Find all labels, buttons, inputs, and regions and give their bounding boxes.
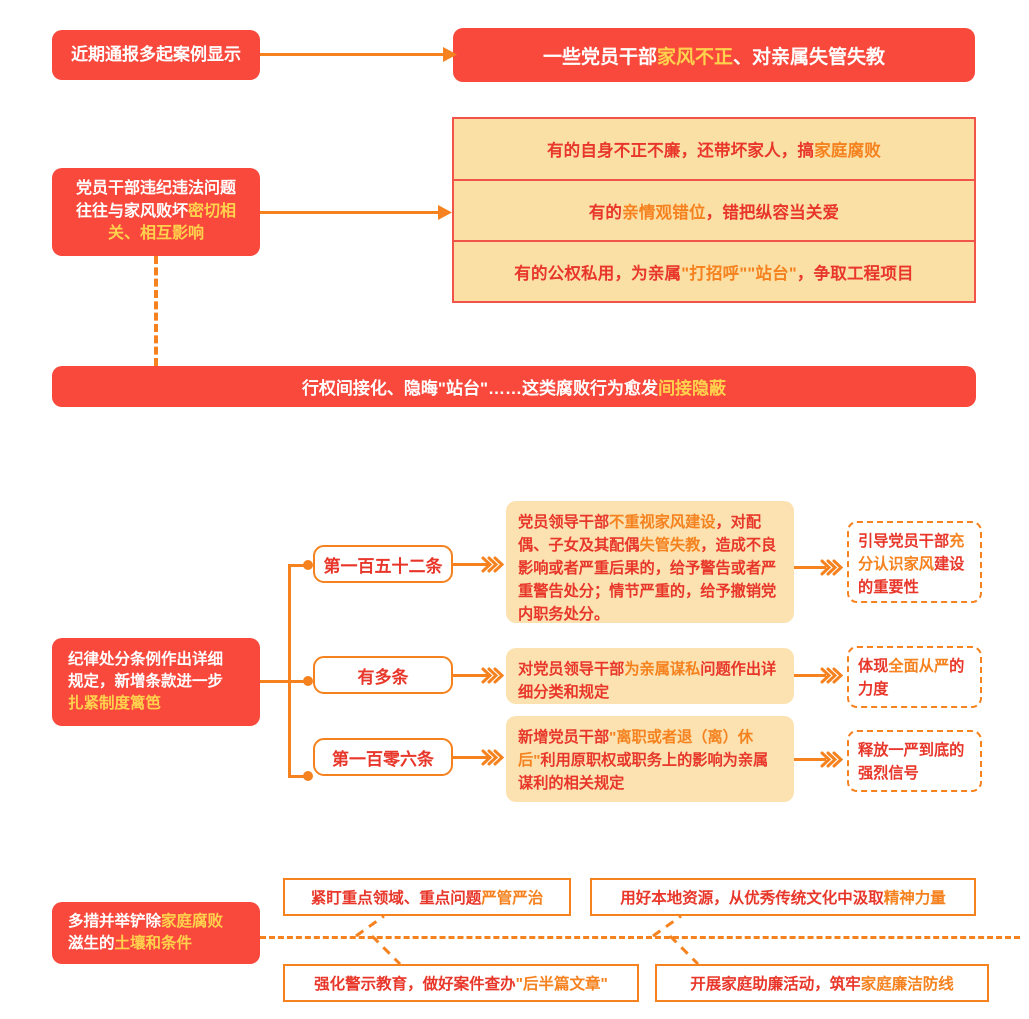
headline-highlight: 家风不正 [656, 46, 733, 68]
measure-hl: "后半篇文章" [515, 976, 608, 993]
article-content-2: 对党员领导干部为亲属谋私问题作出详细分类和规定 [506, 648, 794, 704]
connector-pill2-to-card [453, 674, 491, 677]
content-seg: 利用原职权或职务上的影响为亲属谋利的相关规定 [518, 752, 769, 793]
summary-hl: 间接隐蔽 [658, 379, 727, 398]
source-label-box: 近期通报多起案例显示 [52, 30, 260, 80]
row-pre: 有的公权私用，为亲属 [514, 264, 682, 283]
measure-box-3[interactable]: 强化警示教育，做好案件查办"后半篇文章" [283, 964, 639, 1002]
section3-left-box: 纪律处分条例作出详细 规定，新增条款进一步 扎紧制度篱笆 [52, 638, 260, 726]
article-pill-2-label: 有多条 [357, 667, 409, 687]
diagonal-connector [355, 914, 700, 966]
measure-pre: 紧盯重点领域、重点问题 [310, 890, 482, 907]
connector-left-to-table [260, 211, 448, 214]
connector-source-to-headline [260, 53, 453, 56]
branch-dot [303, 676, 313, 686]
content-seg-hl: 为亲属谋私 [624, 661, 701, 678]
article-content-1: 党员领导干部不重视家风建设，对配偶、子女及其配偶失管失教，造成不良影响或者严重后… [506, 501, 794, 623]
headline-post: 、对亲属失管失教 [733, 46, 886, 68]
row-hl: 亲情观错位 [622, 203, 706, 222]
content-seg: 党员领导干部 [518, 514, 610, 531]
outcome-card-3: 释放一严到底的强烈信号 [847, 730, 982, 792]
outcome-seg-hl: 全面从严 [888, 658, 950, 675]
table-row: 有的公权私用，为亲属"打招呼""站台"，争取工程项目 [454, 242, 974, 301]
branch-dot [303, 560, 313, 570]
branch-dot [303, 771, 313, 781]
behaviour-table: 有的自身不正不廉，还带坏家人，搞家庭腐败 有的亲情观错位，错把纵容当关爱 有的公… [452, 117, 976, 303]
measure-hl: 家庭廉洁防线 [860, 976, 954, 993]
outcome-seg-hl: 充分认识家风 [858, 533, 965, 573]
headline-pre: 一些党员干部 [542, 46, 657, 68]
section3-left-line3: 扎紧制度篱笆 [68, 695, 162, 712]
section2-left-line1: 党员干部违纪违法问题 [75, 179, 236, 197]
row-post: ，错把纵容当关爱 [705, 203, 840, 222]
measure-hl: 精神力量 [883, 890, 946, 907]
section2-left-line3: 关、相互影响 [107, 225, 204, 243]
connector-pill1-to-card [453, 563, 491, 566]
outcome-seg: 体现 [858, 658, 889, 675]
content-seg: ，对配偶、子女及其配偶 [518, 514, 761, 555]
table-row: 有的亲情观错位，错把纵容当关爱 [454, 181, 974, 242]
section2-left-box: 党员干部违纪违法问题 往往与家风败坏密切相 关、相互影响 [52, 168, 260, 256]
row-hl: "打招呼""站台" [681, 264, 797, 283]
measures-spine [260, 936, 1020, 939]
row-pre: 有的自身不正不廉，还带坏家人，搞 [546, 142, 815, 160]
section3-left-line1: 纪律处分条例作出详细 [68, 651, 224, 668]
row-pre: 有的 [588, 203, 623, 222]
article-pill-1-label: 第一百五十二条 [323, 556, 443, 576]
outcome-card-1: 引导党员干部充分认识家风建设的重要性 [847, 521, 982, 603]
section2-summary-banner: 行权间接化、隐晦"站台"……这类腐败行为愈发间接隐蔽 [52, 366, 976, 407]
connector-pill3-to-card [453, 756, 491, 759]
connector-card2-to-outcome [794, 674, 826, 677]
table-row: 有的自身不正不廉，还带坏家人，搞家庭腐败 [454, 119, 974, 181]
measure-box-1[interactable]: 紧盯重点领域、重点问题严管严治 [283, 878, 571, 916]
section3-left-line2: 规定，新增条款进一步 [68, 673, 224, 690]
connector-left-box-to-banner [154, 256, 158, 366]
measure-pre: 强化警示教育，做好案件查办 [314, 976, 516, 993]
outcome-card-2: 体现全面从严的力度 [847, 646, 982, 708]
measure-pre: 开展家庭助廉活动，筑牢 [690, 976, 861, 993]
content-seg: 新增党员干部 [518, 729, 610, 746]
bracket-stem [260, 680, 290, 683]
summary-pre: 行权间接化、隐晦"站台"……这类腐败行为愈发 [301, 379, 659, 398]
connector-card1-to-outcome [794, 566, 826, 569]
section4-left-line2: 滋生的土壤和条件 [68, 935, 193, 952]
content-seg-hl: 不重视家风建设 [609, 514, 716, 531]
content-seg: ，造成不良影响或者严重后果的，给予警告或者严重警告处分；情节严重的，给予撤销党内… [518, 537, 777, 624]
content-seg: 问题作出详细分类和规定 [518, 661, 777, 702]
section4-left-box: 多措并举铲除家庭腐败 滋生的土壤和条件 [52, 902, 260, 964]
article-pill-3[interactable]: 第一百零六条 [313, 738, 453, 776]
headline-banner: 一些党员干部家风不正、对亲属失管失教 [453, 28, 975, 82]
bracket-stub-top [288, 564, 308, 567]
article-pill-2[interactable]: 有多条 [313, 656, 453, 694]
outcome-seg: 引导党员干部 [858, 533, 950, 550]
outcome-seg: 的力度 [858, 658, 965, 698]
section4-left-line1: 多措并举铲除家庭腐败 [68, 913, 224, 930]
article-pill-1[interactable]: 第一百五十二条 [313, 545, 453, 583]
outcome-seg: 的强烈信号 [858, 742, 965, 782]
row-hl: 家庭腐败 [814, 142, 881, 160]
outcome-seg: 建设的重要性 [858, 555, 965, 596]
connector-card3-to-outcome [794, 758, 826, 761]
row-post: ，争取工程项目 [796, 264, 914, 283]
content-seg-hl: "离职或者退（离）休后" [518, 729, 754, 770]
outcome-seg: 释放一严到底 [858, 742, 950, 759]
bracket-stub-bottom [288, 775, 308, 778]
source-label-text: 近期通报多起案例显示 [71, 44, 241, 64]
measure-pre: 用好本地资源，从优秀传统文化中汲取 [620, 890, 884, 907]
section2-left-line2: 往往与家风败坏密切相 [75, 202, 237, 220]
bracket-spine [288, 565, 291, 778]
bracket-stub-mid [288, 680, 308, 683]
measure-hl: 严管严治 [481, 890, 544, 907]
article-content-3: 新增党员干部"离职或者退（离）休后"利用原职权或职务上的影响为亲属谋利的相关规定 [506, 716, 794, 802]
measure-box-4[interactable]: 开展家庭助廉活动，筑牢家庭廉洁防线 [655, 964, 989, 1002]
measure-box-2[interactable]: 用好本地资源，从优秀传统文化中汲取精神力量 [590, 878, 976, 916]
article-pill-3-label: 第一百零六条 [332, 749, 434, 769]
content-seg: 对党员领导干部 [518, 661, 625, 678]
content-seg-hl: 失管失教 [639, 537, 701, 555]
